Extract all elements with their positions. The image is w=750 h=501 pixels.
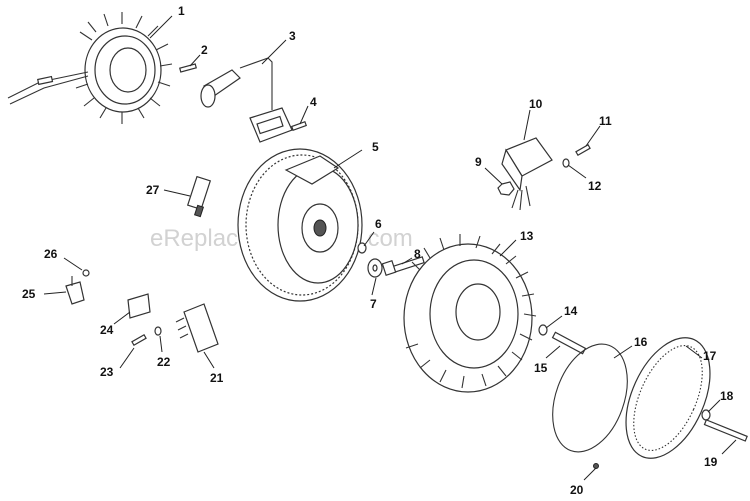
- part-26-nut: [82, 269, 90, 277]
- callout-7: 7: [370, 297, 377, 311]
- callout-6: 6: [375, 217, 382, 231]
- part-8-bolt: [381, 256, 425, 277]
- callout-19: 19: [704, 455, 718, 469]
- part-25-ground-clip: [65, 276, 85, 305]
- part-20-nut: [593, 463, 599, 469]
- callout-26: 26: [44, 247, 58, 261]
- part-12-washer: [562, 158, 570, 168]
- callout-20: 20: [570, 483, 584, 497]
- part-14-washer: [538, 324, 548, 336]
- part-10-regulator: [501, 137, 553, 211]
- part-4-screw: [290, 120, 308, 132]
- callout-16: 16: [634, 335, 648, 349]
- callout-27: 27: [146, 183, 160, 197]
- part-1-stator: [7, 12, 173, 124]
- callout-10: 10: [529, 97, 543, 111]
- callout-9: 9: [475, 155, 482, 169]
- callout-15: 15: [534, 361, 548, 375]
- part-15-pin: [551, 331, 587, 355]
- part-3-ignition-module: [200, 57, 293, 143]
- part-23-screw: [131, 333, 147, 347]
- callout-4: 4: [310, 95, 317, 109]
- leader-lines: [43, 15, 737, 481]
- callout-18: 18: [720, 389, 734, 403]
- part-16-retainer-ring: [552, 343, 628, 453]
- part-13-fan: [403, 234, 537, 393]
- callout-3: 3: [289, 29, 296, 43]
- callout-24: 24: [100, 323, 114, 337]
- callout-25: 25: [22, 287, 36, 301]
- part-27-spark-plug: [186, 175, 212, 218]
- part-17-screen: [625, 337, 711, 459]
- callout-23: 23: [100, 365, 114, 379]
- callout-21: 21: [210, 371, 224, 385]
- part-5-flywheel: [237, 148, 363, 302]
- part-21-rectifier: [175, 303, 219, 353]
- callout-14: 14: [564, 304, 578, 318]
- callout-2: 2: [201, 43, 208, 57]
- part-7-spacer: [367, 258, 383, 278]
- part-9-nut: [497, 181, 515, 196]
- callout-5: 5: [372, 140, 379, 154]
- callout-13: 13: [520, 229, 534, 243]
- part-19-bolt: [703, 419, 748, 442]
- callout-1: 1: [178, 4, 185, 18]
- part-24-clip: [127, 293, 151, 319]
- callout-labels: 1 2 3 4 5 6 7 8 9 10 11 12 13 14 15 16 1…: [22, 4, 734, 497]
- part-22-washer: [154, 326, 162, 336]
- part-2-screw: [179, 63, 197, 73]
- part-11-screw: [575, 143, 591, 157]
- callout-12: 12: [588, 179, 602, 193]
- callout-17: 17: [703, 349, 717, 363]
- callout-22: 22: [157, 355, 171, 369]
- callout-11: 11: [599, 114, 612, 128]
- callout-8: 8: [414, 247, 421, 261]
